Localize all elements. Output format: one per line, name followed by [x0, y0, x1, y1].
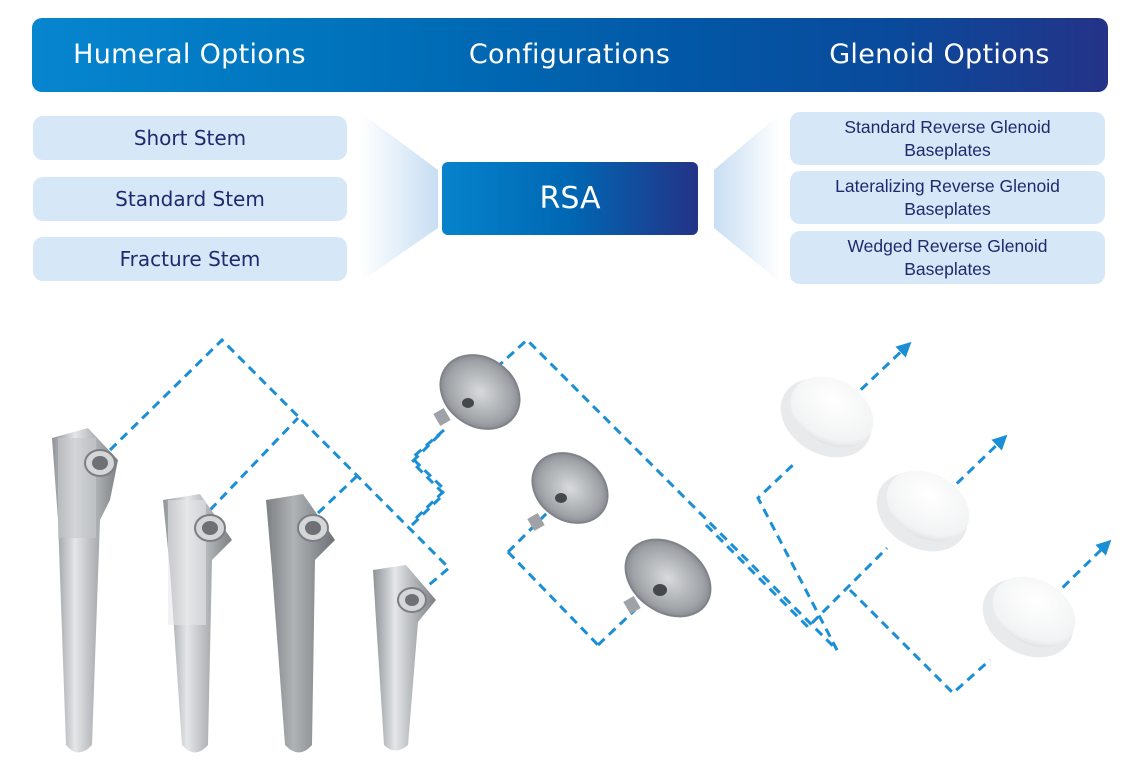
humeral-options-title: Humeral Options [73, 39, 306, 70]
glenoid-options-title: Glenoid Options [829, 39, 1050, 70]
glenoid-option-lateralizing-line1: Lateralizing Reverse Glenoid [835, 176, 1060, 196]
connector-stem-fracture [108, 337, 452, 592]
stem-standard-1 [163, 494, 232, 753]
glenosphere-1 [780, 376, 874, 458]
arrow-glenosphere-3 [1050, 539, 1112, 600]
configuration-rsa: RSA [442, 162, 698, 235]
configurations-title: Configurations [468, 39, 671, 70]
glenoid-option-wedged-line1: Wedged Reverse Glenoid [847, 236, 1048, 256]
output-arrows [848, 341, 1112, 600]
glenosphere-3 [982, 576, 1076, 658]
tray-2 [527, 452, 609, 532]
left-funnel [360, 112, 438, 282]
humeral-option-short-stem: Short Stem [33, 116, 347, 160]
stem-standard-2 [266, 494, 335, 753]
humeral-option-standard-stem: Standard Stem [33, 177, 347, 221]
tray-1 [433, 354, 521, 430]
connector-trunk-1 [409, 428, 447, 527]
glenoid-option-standard-line2: Baseplates [904, 140, 991, 160]
glenosphere-2 [876, 470, 970, 552]
header-bar: Humeral Options Configurations Glenoid O… [32, 18, 1108, 92]
connector-bottom [506, 550, 600, 647]
arrow-glenosphere-1 [848, 341, 912, 402]
tray-3 [623, 538, 712, 618]
glenoid-option-wedged: Wedged Reverse Glenoid Baseplates [790, 231, 1105, 284]
glenoid-option-standard: Standard Reverse Glenoid Baseplates [790, 112, 1105, 165]
connector-tray-1 [409, 428, 448, 524]
connector-glenoid-low [704, 523, 889, 630]
connector-glenoid-bottom [848, 588, 991, 696]
arrow-glenosphere-2 [944, 434, 1008, 496]
connector-tray-3 [596, 608, 637, 647]
glenoid-option-standard-line1: Standard Reverse Glenoid [844, 117, 1051, 137]
right-funnel [714, 114, 780, 282]
stem-fracture [52, 428, 118, 753]
glenoid-option-lateralizing: Lateralizing Reverse Glenoid Baseplates [790, 171, 1105, 224]
connector-stem-standard-1 [208, 416, 300, 512]
connector-stem-standard-2 [316, 474, 359, 515]
stem-short [373, 565, 436, 751]
glenoid-option-wedged-line2: Baseplates [904, 259, 991, 279]
humeral-option-fracture-stem: Fracture Stem [33, 237, 347, 281]
glenoid-option-lateralizing-line2: Baseplates [904, 199, 991, 219]
connector-tray-top [483, 337, 839, 652]
